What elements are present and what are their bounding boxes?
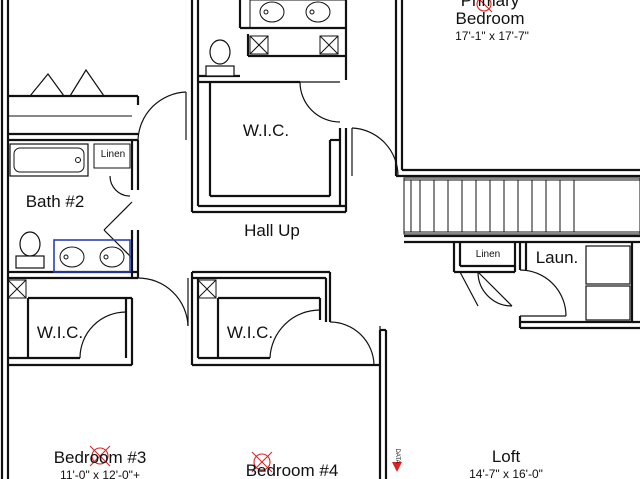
bedroom3-dimensions: 11'-0" x 12'-0"+ xyxy=(60,468,140,479)
doors xyxy=(29,68,567,366)
markers: DATA xyxy=(89,0,493,473)
bedroom3-label: Bedroom #3 xyxy=(54,448,147,467)
wic-primary-label: W.I.C. xyxy=(243,121,289,140)
hall-up-label: Hall Up xyxy=(244,221,300,240)
wic-bedroom3-label: W.I.C. xyxy=(37,323,83,342)
data-marker-label: DATA xyxy=(394,448,400,463)
loft-label: Loft xyxy=(492,447,521,466)
linen-laundry-label: Linen xyxy=(476,249,500,260)
fixtures xyxy=(7,0,631,321)
marker-bedroom4 xyxy=(251,451,273,473)
primary-bedroom-dimensions: 17'-1" x 17'-7" xyxy=(455,29,529,43)
vanity-primary xyxy=(249,0,347,29)
bathtub xyxy=(9,143,89,177)
bedroom4-label: Bedroom #4 xyxy=(246,461,339,479)
primary-bedroom-label-line2: Bedroom xyxy=(456,9,525,28)
toilet-primary xyxy=(209,39,231,65)
washer xyxy=(585,285,631,321)
loft-dimensions: 14'-7" x 16'-0" xyxy=(469,467,543,479)
room-labels: Primary Bedroom 17'-1" x 17'-7" Bath #2 … xyxy=(26,0,579,479)
marker-primary xyxy=(476,0,493,13)
marker-bedroom3 xyxy=(89,445,111,467)
linen-bath2-label: Linen xyxy=(101,149,125,160)
vanity-bath2 xyxy=(53,239,131,273)
staircase xyxy=(403,177,640,235)
bath2-label: Bath #2 xyxy=(26,192,85,211)
laundry-label: Laun. xyxy=(536,248,579,267)
linen-closet-bath2 xyxy=(93,143,131,169)
primary-bedroom-label-line1: Primary xyxy=(461,0,520,10)
data-marker-arrow xyxy=(392,462,402,472)
toilet-bath2 xyxy=(19,231,41,257)
dryer xyxy=(585,245,631,285)
wic-bedroom4-label: W.I.C. xyxy=(227,323,273,342)
